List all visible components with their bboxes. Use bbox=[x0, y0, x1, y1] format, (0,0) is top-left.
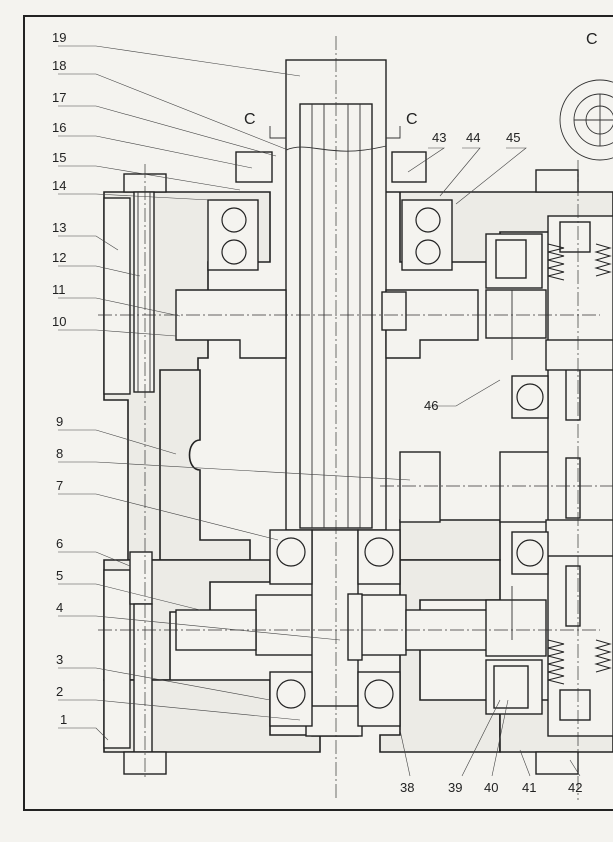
callout-11: 11 bbox=[52, 282, 66, 297]
callout-9: 9 bbox=[56, 414, 63, 429]
drawing-frame bbox=[23, 15, 613, 811]
callout-8: 8 bbox=[56, 446, 63, 461]
callout-labels: 19 18 17 16 15 14 13 12 11 10 9 8 7 6 5 … bbox=[52, 30, 582, 795]
lower-bearing-top bbox=[269, 529, 401, 585]
callout-6: 6 bbox=[56, 536, 63, 551]
callout-2: 2 bbox=[56, 684, 63, 699]
callout-14: 14 bbox=[52, 178, 66, 193]
centre-lines bbox=[98, 36, 613, 800]
callout-leaders bbox=[58, 45, 581, 777]
lower-bearing-bottom bbox=[269, 671, 401, 727]
callout-1: 1 bbox=[60, 712, 67, 727]
callout-39: 39 bbox=[448, 780, 462, 795]
callout-10: 10 bbox=[52, 314, 66, 329]
spring-pack-lower bbox=[547, 639, 612, 685]
lock-nut-43 bbox=[391, 151, 427, 183]
callout-19: 19 bbox=[52, 30, 66, 45]
callout-3: 3 bbox=[56, 652, 63, 667]
callout-7: 7 bbox=[56, 478, 63, 493]
lower-shaft bbox=[175, 529, 491, 737]
clutch-bearing-46 bbox=[511, 375, 549, 575]
callout-38: 38 bbox=[400, 780, 414, 795]
callout-42: 42 bbox=[568, 780, 582, 795]
callout-18: 18 bbox=[52, 58, 66, 73]
callout-45: 45 bbox=[506, 130, 520, 145]
callout-43: 43 bbox=[432, 130, 446, 145]
middle-gear bbox=[399, 451, 551, 523]
callout-40: 40 bbox=[484, 780, 498, 795]
callout-41: 41 bbox=[522, 780, 536, 795]
section-view-title: C bbox=[586, 31, 598, 48]
upper-bearing-right bbox=[401, 199, 453, 271]
lock-nut-15-16 bbox=[235, 151, 273, 183]
electromagnet-upper bbox=[485, 233, 547, 339]
callout-15: 15 bbox=[52, 150, 66, 165]
callout-17: 17 bbox=[52, 90, 66, 105]
callout-5: 5 bbox=[56, 568, 63, 583]
nut-top-right bbox=[535, 169, 579, 193]
electromagnet-lower bbox=[485, 599, 547, 715]
section-label-right: C bbox=[406, 111, 418, 128]
section-view-c bbox=[559, 79, 613, 161]
callout-4: 4 bbox=[56, 600, 63, 615]
section-cut-c-c: C C C bbox=[244, 31, 598, 139]
callout-13: 13 bbox=[52, 220, 66, 235]
section-label-left: C bbox=[244, 111, 256, 128]
callout-12: 12 bbox=[52, 250, 66, 265]
spring-pack-upper bbox=[547, 243, 612, 281]
upper-bearing-left bbox=[207, 199, 259, 271]
callout-46: 46 bbox=[424, 398, 438, 413]
callout-44: 44 bbox=[466, 130, 480, 145]
callout-16: 16 bbox=[52, 120, 66, 135]
upper-gear bbox=[175, 289, 479, 359]
